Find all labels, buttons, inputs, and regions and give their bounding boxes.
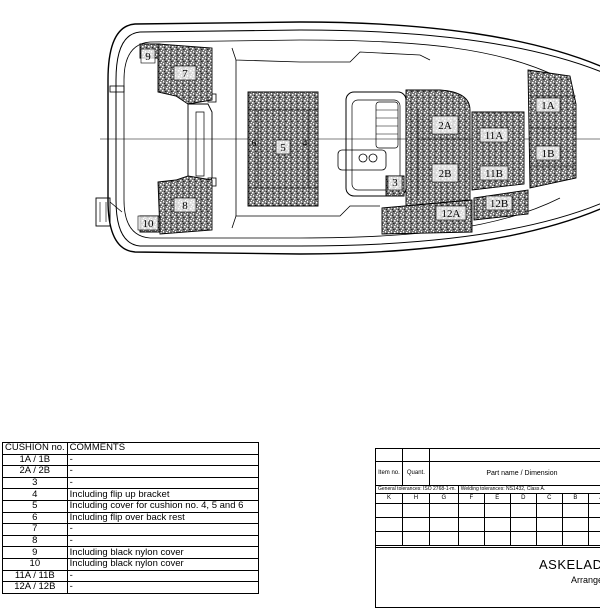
cushion-2-area [405, 89, 471, 207]
quant-header: Quant. [401, 460, 430, 486]
comment: Including black nylon cover [66, 557, 259, 571]
header-comments: COMMENTS [66, 442, 259, 455]
comment: - [66, 476, 259, 490]
item-no-header: Item no. [376, 460, 403, 486]
comment: - [66, 523, 259, 536]
table-header-row: CUSHION no. COMMENTS [2, 442, 259, 455]
drawing-type: Arrange [571, 575, 600, 585]
revision-blank-row [376, 530, 600, 546]
rev-letter: C [535, 492, 563, 504]
table-row: 7- [2, 523, 259, 536]
revision-blank-row [376, 516, 600, 532]
cushion-no: 6 [2, 511, 68, 525]
label-9: 9 [145, 51, 151, 63]
label-11a: 11A [485, 130, 504, 142]
tolerance-row: General tolerances: ISO 2768-1-m. Weldin… [376, 484, 600, 494]
part-name-header: Part name / Dimension [428, 460, 600, 486]
parts-blank-row [376, 449, 600, 462]
comment: - [66, 534, 259, 548]
general-tolerances: General tolerances: ISO 2768-1-m. [376, 484, 459, 494]
table-row: 8- [2, 534, 259, 548]
boat-arrangement-drawing: 1A 1B 2A 2B 3 4 5 6 7 8 9 10 11A 11B 12A… [95, 21, 600, 255]
label-5: 5 [280, 142, 286, 154]
cushion-no: 9 [2, 546, 68, 559]
cushion-no: 8 [2, 534, 68, 548]
cushion-no: 5 [2, 499, 68, 513]
label-1b: 1B [542, 148, 555, 160]
label-6: 6 [252, 138, 257, 148]
comment: Including black nylon cover [66, 546, 259, 559]
label-10: 10 [143, 218, 155, 230]
cushion-comments-table: CUSHION no. COMMENTS 1A / 1B- 2A / 2B- 3… [2, 442, 259, 594]
cushion-no: 12A / 12B [2, 581, 68, 594]
parts-list-table: Item no. Quant. Part name / Dimension Ge… [376, 449, 600, 546]
label-11b: 11B [485, 168, 503, 180]
comment: - [66, 465, 259, 478]
cushion-labels: 1A 1B 2A 2B 3 4 5 6 7 8 9 10 11A 11B 12A… [143, 51, 555, 230]
cushion-no: 1A / 1B [2, 453, 68, 467]
table-row: 1A / 1B- [2, 453, 259, 467]
cushion-no: 10 [2, 557, 68, 571]
rev-letter: F [457, 492, 485, 504]
rev-letter: E [483, 492, 511, 504]
revision-blank-row [376, 502, 600, 518]
rev-letter: D [509, 492, 537, 504]
comment: - [66, 581, 259, 594]
label-4: 4 [303, 138, 308, 148]
comment: Including flip up bracket [66, 488, 259, 501]
rev-letter: K [376, 492, 403, 504]
title-block: Item no. Quant. Part name / Dimension Ge… [375, 448, 600, 608]
rev-letter: A [587, 492, 600, 504]
label-7: 7 [182, 68, 188, 80]
table-row: 2A / 2B- [2, 465, 259, 478]
table-row: 3- [2, 476, 259, 490]
cushion-no: 4 [2, 488, 68, 501]
cushion-1-area [527, 69, 577, 189]
welding-tolerances: Welding tolerances: NS1432, Class A. [457, 484, 600, 494]
comment: - [66, 453, 259, 467]
revision-letters-row: K H G F E D C B A [376, 492, 600, 504]
cushion-divisions [137, 48, 576, 231]
cushion-no: 7 [2, 523, 68, 536]
label-3: 3 [392, 177, 398, 189]
comment: - [66, 569, 259, 583]
table-row: 11A / 11B- [2, 569, 259, 583]
label-12b: 12B [490, 198, 508, 210]
rev-letter: H [401, 492, 430, 504]
label-8: 8 [182, 200, 188, 212]
cushion-no: 2A / 2B [2, 465, 68, 478]
label-2a: 2A [438, 120, 452, 132]
parts-header-row: Item no. Quant. Part name / Dimension [376, 460, 600, 486]
label-2b: 2B [439, 168, 452, 180]
label-12a: 12A [442, 208, 461, 220]
comment: Including cover for cushion no. 4, 5 and… [66, 499, 259, 513]
cushion-no: 11A / 11B [2, 569, 68, 583]
boat-name: ASKELADD [539, 557, 600, 572]
header-cushion-no: CUSHION no. [2, 442, 68, 455]
cushion-no: 3 [2, 476, 68, 490]
rev-letter: G [428, 492, 459, 504]
title-block-divider [376, 547, 600, 548]
table-row: 12A / 12B- [2, 581, 259, 594]
label-1a: 1A [541, 100, 555, 112]
rev-letter: B [561, 492, 589, 504]
comment: Including flip over back rest [66, 511, 259, 525]
